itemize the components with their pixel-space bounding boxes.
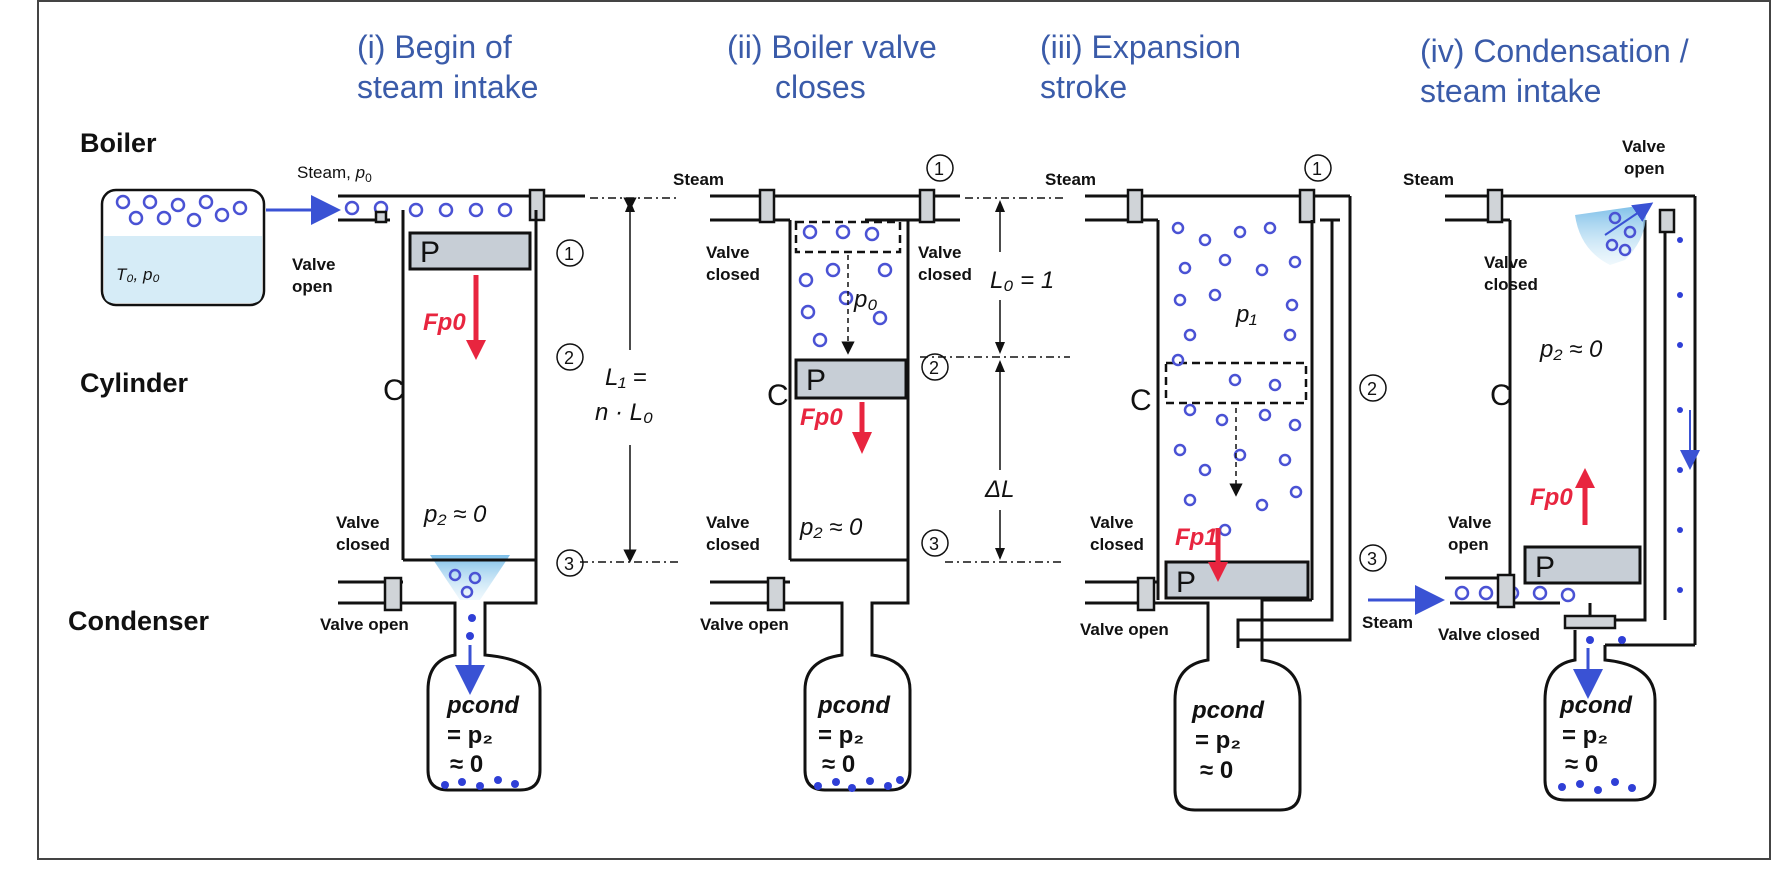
panel-4-title-line1: (iv) Condensation / [1420, 33, 1689, 69]
steam-label-4-bottom: Steam [1362, 613, 1413, 632]
piston-3-label: P [1176, 566, 1196, 599]
piston-1 [408, 231, 532, 271]
cylinder-mark-4: C [1490, 379, 1512, 412]
steam-label-2: Steam [673, 170, 724, 189]
pos-3-p1: 3 [564, 554, 574, 574]
pos-3-p3: 3 [1367, 549, 1377, 569]
pcond-1: pcond [446, 692, 520, 719]
pos-1-p1: 1 [564, 244, 574, 264]
valve-open-bottom-1: Valve open [320, 615, 409, 634]
eq-p2-1: = p₂ [447, 722, 493, 749]
steam-label-4: Steam [1403, 170, 1454, 189]
pos-1-p3: 1 [1312, 159, 1322, 179]
p2-zero-1: p₂ ≈ 0 [423, 501, 487, 528]
pos-2-p1: 2 [564, 348, 574, 368]
deltaL-label: ΔL [984, 476, 1014, 503]
L1-label-line1: L₁ = [605, 364, 647, 391]
force-p1-label: Fp1 [1175, 524, 1218, 551]
boiler-tank: T₀, p₀ [100, 188, 266, 307]
pos-1-p2: 1 [934, 159, 944, 179]
eq-p2-3: = p₂ [1195, 727, 1241, 754]
approx0-4: ≈ 0 [1565, 751, 1598, 778]
cylinder-mark-2: C [767, 379, 789, 412]
panel-2-title-line2: closes [775, 69, 866, 105]
approx0-1: ≈ 0 [450, 751, 483, 778]
pcond-2: pcond [817, 692, 891, 719]
pcond-4: pcond [1559, 692, 1633, 719]
row-label-cylinder: Cylinder [80, 368, 189, 398]
pos-2-p2: 2 [929, 358, 939, 378]
piston-2-label: P [806, 364, 826, 397]
force-p0-label-2: Fp0 [800, 404, 843, 431]
panel-4-title-line2: steam intake [1420, 73, 1601, 109]
piston-3 [1164, 560, 1310, 600]
piston-4 [1523, 545, 1642, 585]
p1-label: p₁ [1235, 301, 1257, 328]
force-p0-label-4: Fp0 [1530, 484, 1573, 511]
eq-p2-2: = p₂ [818, 722, 864, 749]
pcond-3: pcond [1191, 697, 1265, 724]
L0-label: L₀ = 1 [990, 267, 1054, 294]
valve-open-bottom-2: Valve open [700, 615, 789, 634]
piston-2 [794, 358, 908, 400]
eq-p2-4: = p₂ [1562, 722, 1608, 749]
panel-3: Steam p₁ C P Fp1 Valve [1045, 154, 1387, 812]
panel-3-title-line1: (iii) Expansion [1040, 29, 1241, 65]
force-p0-label-1: Fp0 [423, 309, 466, 336]
approx0-2: ≈ 0 [822, 751, 855, 778]
panel-2-title-line1: (ii) Boiler valve [727, 29, 937, 65]
p2-zero-4: p₂ ≈ 0 [1539, 336, 1603, 363]
panel-1-title-line1: (i) Begin of [357, 29, 512, 65]
panel-1-title-line2: steam intake [357, 69, 538, 105]
expanding-steam-bubbles [1171, 221, 1303, 537]
row-label-boiler: Boiler [80, 128, 157, 158]
boiler-state-label: T₀, p₀ [116, 265, 160, 284]
L1-label-line2: n · L₀ [595, 399, 653, 426]
steam-label-3: Steam [1045, 170, 1096, 189]
piston-4-label: P [1535, 551, 1555, 584]
cylinder-mark-1: C [383, 374, 405, 407]
p2-zero-2: p₂ ≈ 0 [799, 514, 863, 541]
approx0-3: ≈ 0 [1200, 757, 1233, 784]
steam-p0-label: Steam, p0 [297, 163, 372, 185]
valve-closed-bottom-4: Valve closed [1438, 625, 1540, 644]
panel-3-title-line2: stroke [1040, 69, 1127, 105]
valve-open-bottom-3: Valve open [1080, 620, 1169, 639]
outer-border [37, 0, 1771, 860]
piston-1-label: P [420, 236, 440, 269]
pos-2-p3: 2 [1367, 379, 1377, 399]
row-label-condenser: Condenser [68, 606, 210, 636]
cylinder-mark-3: C [1130, 384, 1152, 417]
pos-3-p2: 3 [929, 534, 939, 554]
p0-label-2: p₀ [853, 286, 877, 313]
